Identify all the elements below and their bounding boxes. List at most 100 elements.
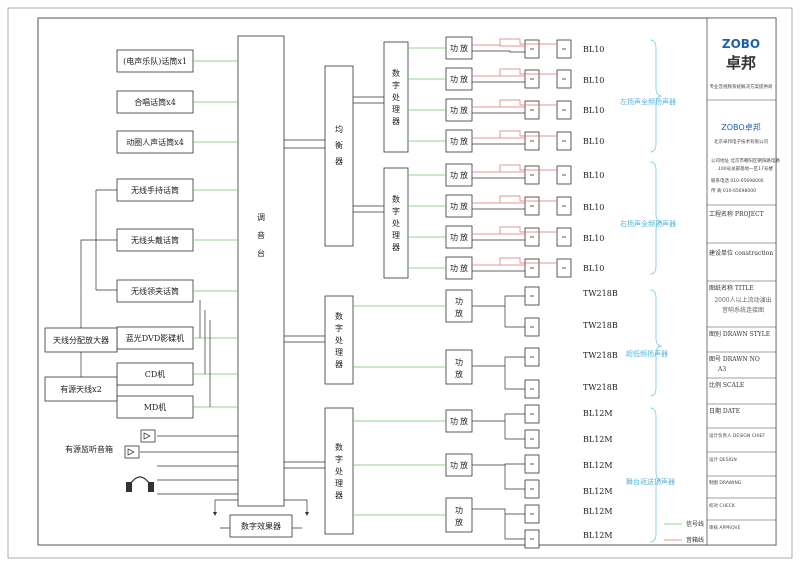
speaker-label-bl10: BL10	[583, 106, 604, 115]
speaker-label-bl10: BL10	[583, 203, 604, 212]
eq-char: 衡	[335, 140, 343, 150]
effects-box: 数字效果器	[229, 514, 293, 538]
drawing-title-2: 音响系统连接图	[722, 306, 764, 314]
dsp-char: 字	[392, 206, 400, 216]
speaker-label-bl12m: BL12M	[583, 507, 613, 516]
amp-char: 放	[455, 369, 463, 379]
dsp-char: 器	[335, 360, 343, 369]
mic-wireless-head-label: 无线头戴话筒	[131, 235, 179, 245]
amp-label: 放	[460, 460, 468, 470]
mixer-box: 调 音 台	[237, 35, 285, 507]
amplifier-box: 功放	[445, 225, 473, 249]
dsp-char: 处	[335, 335, 343, 345]
amplifier-box: 功放	[445, 129, 473, 153]
speaker-box	[524, 429, 540, 449]
mixer-char: 台	[257, 248, 265, 258]
mic-vocal-label: 动圈人声话筒x4	[126, 137, 184, 147]
amp-label: 功	[450, 460, 458, 470]
company-brand: ZOBO卓邦	[721, 122, 760, 132]
speaker-box	[524, 286, 540, 306]
mic-wireless-lapel-box: 无线领夹话筒	[116, 279, 194, 303]
speaker-box	[524, 379, 540, 399]
amp-label: 功	[450, 201, 458, 211]
monitor-label: 有源监听音箱	[65, 444, 113, 454]
dsp-char: 理	[335, 348, 343, 357]
amp-label: 放	[460, 136, 468, 146]
amp-label: 放	[460, 43, 468, 53]
amp-label: 功	[450, 170, 458, 180]
mic-wireless-handheld-box: 无线手持话筒	[116, 178, 194, 202]
speaker-box	[524, 196, 540, 216]
speaker-label-tw218b: TW218B	[583, 351, 618, 360]
speaker-box	[524, 258, 540, 278]
legend-speaker: 音箱线	[686, 536, 704, 544]
speaker-box	[524, 69, 540, 89]
mic-choir-label: 合唱话筒x4	[134, 97, 176, 107]
effects-label: 数字效果器	[241, 521, 281, 531]
speaker-label-bl12m: BL12M	[583, 409, 613, 418]
mixer-to-eq-lines	[284, 139, 325, 149]
input-to-mixer-lines	[193, 60, 238, 408]
speaker-label-tw218b: TW218B	[583, 289, 618, 298]
speaker-label-bl12m: BL12M	[583, 435, 613, 444]
mic-band-box: (电声乐队)话筒x1	[116, 49, 194, 73]
speaker-box	[556, 100, 572, 120]
date-label: 日期 DATE	[709, 407, 740, 415]
speaker-box	[556, 227, 572, 247]
amp-label: 功	[450, 43, 458, 53]
amp-label: 功	[450, 232, 458, 242]
amp-char: 功	[455, 296, 463, 306]
brace-right-fullrange	[649, 161, 663, 275]
mixer-char: 调	[257, 213, 265, 222]
amp-label: 放	[460, 74, 468, 84]
speaker-label-bl12m: BL12M	[583, 461, 613, 470]
speaker-box	[524, 39, 540, 59]
eq-char: 器	[335, 157, 343, 166]
speaker-box	[524, 454, 540, 474]
drawing-title-label: 图纸名称 TITLE	[709, 284, 754, 292]
drawn-style-label: 图别 DRAWN STYLE	[709, 330, 770, 338]
speaker-box	[524, 165, 540, 185]
mic-band-label: (电声乐队)话筒x1	[123, 56, 187, 66]
antenna-amp-box: 天线分配放大器	[44, 327, 118, 353]
md-label: MD机	[144, 402, 167, 412]
brand-cn: 卓邦	[726, 54, 756, 72]
amplifier-box: 功放	[445, 349, 473, 385]
speaker-label-tw218b: TW218B	[583, 321, 618, 330]
amp-label: 放	[460, 416, 468, 426]
amp-label: 功	[450, 416, 458, 426]
amplifier-box: 功放	[445, 36, 473, 60]
amplifier-box: 功放	[445, 163, 473, 187]
speaker-box	[556, 258, 572, 278]
dsp-char: 数	[335, 311, 343, 321]
amp-char: 放	[455, 517, 463, 527]
amp-label: 功	[450, 136, 458, 146]
dsp-char: 器	[335, 491, 343, 500]
speaker-group	[472, 38, 572, 549]
dsp-char: 器	[392, 243, 400, 252]
construction-label: 建设单位 construction	[709, 249, 773, 257]
group-subwoofer: 超低频扬声器	[626, 349, 668, 358]
dsp-char: 字	[392, 80, 400, 90]
amp-label: 放	[460, 263, 468, 273]
dsp-char: 字	[335, 454, 343, 464]
speaker-box	[524, 504, 540, 524]
company-fax: 传 真 010-65698000	[711, 187, 756, 194]
effects-lines	[214, 499, 308, 529]
dsp-char: 处	[392, 92, 400, 102]
active-antenna-box: 有源天线x2	[44, 376, 118, 402]
drawing-label: 制图 DRAWING	[709, 479, 742, 486]
speaker-box	[524, 317, 540, 337]
title-block: ZOBO 卓邦 专业音视频系统解决方案提供商 ZOBO卓邦 北京卓邦电子技术有限…	[706, 17, 780, 546]
amp-label: 功	[450, 105, 458, 115]
amplifier-box: 功放	[445, 256, 473, 280]
amp-label: 放	[460, 232, 468, 242]
speaker-box	[556, 196, 572, 216]
speaker-label-bl10: BL10	[583, 234, 604, 243]
drawing-title-1: 2000人以上流动演出	[714, 296, 771, 304]
company-phone: 联系电话 010-65698000	[711, 177, 764, 184]
